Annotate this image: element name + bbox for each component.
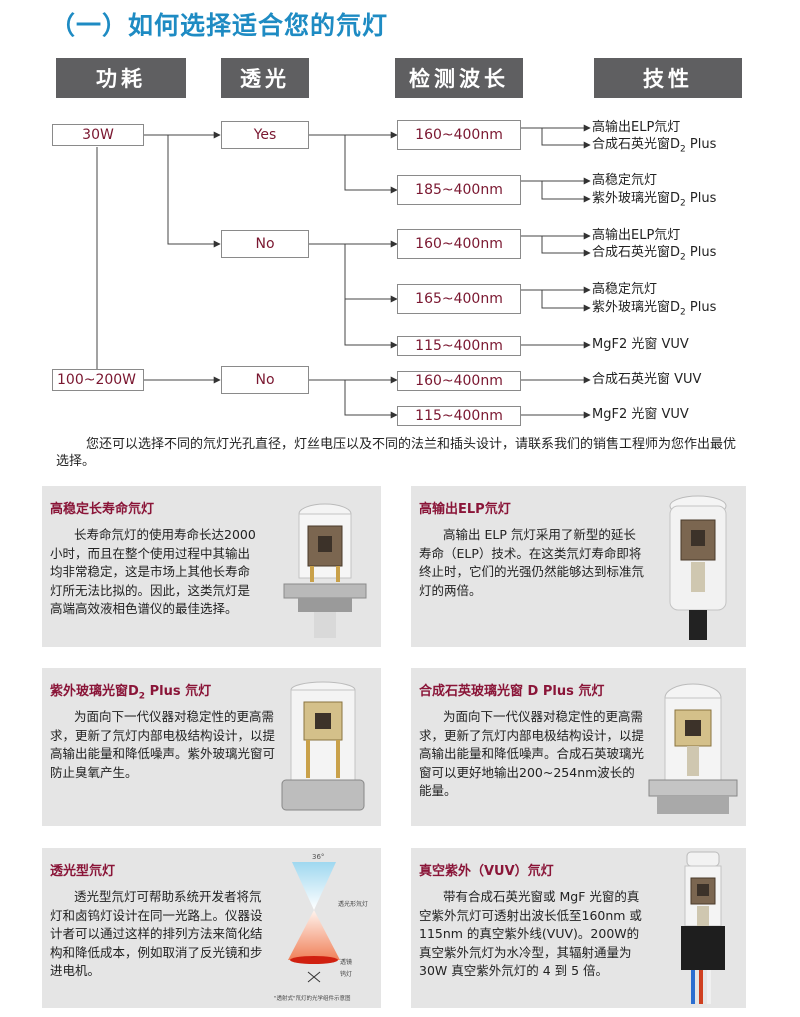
result-item: MgF2 光窗 VUV bbox=[592, 337, 689, 352]
wavelength-box: 165~400nm bbox=[397, 284, 521, 314]
lens-label: 透镜 bbox=[340, 958, 352, 966]
header-wavelength: 检测波长 bbox=[395, 58, 523, 98]
panel-high-output-elp: 高输出ELP氘灯 高输出 ELP 氘灯采用了新型的延长寿命（ELP）技术。在这类… bbox=[411, 486, 746, 647]
wavelength-box: 160~400nm bbox=[397, 371, 521, 391]
deuterium-label: 透光形氘灯 bbox=[338, 900, 368, 908]
panel-body: 长寿命氘灯的使用寿命长达2000小时，而且在整个使用过程中其输出均非常稳定，这是… bbox=[50, 527, 256, 616]
panel-title: 高输出ELP氘灯 bbox=[419, 502, 511, 517]
header-transmission: 透光 bbox=[221, 58, 309, 98]
selection-flow-lines bbox=[96, 124, 591, 419]
lamp-image bbox=[669, 495, 727, 640]
result-item: 合成石英光窗 VUV bbox=[592, 372, 702, 387]
result-item: 合成石英光窗D2 Plus bbox=[592, 137, 717, 155]
result-item: 高输出ELP氘灯 bbox=[592, 228, 681, 243]
panel-body: 为面向下一代仪器对稳定性的更高需求，更新了氘灯内部电极结构设计，以提高输出能量和… bbox=[419, 709, 645, 798]
panel-title: 合成石英玻璃光窗 D Plus 氘灯 bbox=[419, 684, 605, 699]
angle-label: 36° bbox=[312, 853, 324, 861]
wavelength-box: 160~400nm bbox=[397, 120, 521, 150]
wavelength-box: 185~400nm bbox=[397, 175, 521, 205]
panel-quartz-d-plus: 合成石英玻璃光窗 D Plus 氘灯 为面向下一代仪器对稳定性的更高需求，更新了… bbox=[411, 668, 746, 826]
panel-body: 带有合成石英光窗或 MgF 光窗的真空紫外氘灯可透射出波长低至160nm 或 1… bbox=[419, 889, 642, 978]
transmission-box-no: No bbox=[221, 366, 309, 394]
result-item: 紫外玻璃光窗D2 Plus bbox=[592, 191, 717, 209]
diagram-caption: "透射式"氘灯的光学组件示意图 bbox=[274, 994, 351, 1002]
page-title: （一）如何选择适合您的氘灯 bbox=[50, 11, 389, 40]
tungsten-label: 钨灯 bbox=[340, 970, 352, 978]
header-feature: 技性 bbox=[594, 58, 742, 98]
result-item: 合成石英光窗D2 Plus bbox=[592, 245, 717, 263]
transmission-box-no: No bbox=[221, 230, 309, 258]
lamp-image bbox=[283, 503, 367, 638]
optical-diagram: 36° 透光形氘灯 透镜 钨灯 "透射式"氘灯的光学组件示意图 bbox=[274, 853, 368, 1002]
contact-note: 您还可以选择不同的氘灯光孔直径，灯丝电压以及不同的法兰和插头设计，请联系我们的销… bbox=[56, 437, 737, 469]
panel-uv-glass-d2plus: 紫外玻璃光窗D2 Plus 氘灯 为面向下一代仪器对稳定性的更高需求，更新了氘灯… bbox=[42, 668, 381, 826]
result-item: 高稳定氘灯 bbox=[592, 282, 658, 297]
wavelength-box: 160~400nm bbox=[397, 229, 521, 259]
power-box-30w: 30W bbox=[52, 124, 144, 146]
wavelength-box: 115~400nm bbox=[397, 406, 521, 426]
result-item: 高稳定氘灯 bbox=[592, 173, 658, 188]
lamp-image bbox=[681, 851, 725, 1004]
result-item: 紫外玻璃光窗D2 Plus bbox=[592, 300, 717, 318]
panel-body: 高输出 ELP 氘灯采用了新型的延长寿命（ELP）技术。在这类氘灯寿命即将终止时… bbox=[419, 527, 645, 598]
panel-title: 真空紫外（VUV）氘灯 bbox=[419, 864, 554, 879]
panel-high-stability: 高稳定长寿命氘灯 长寿命氘灯的使用寿命长达2000小时，而且在整个使用过程中其输… bbox=[42, 486, 381, 647]
result-item: MgF2 光窗 VUV bbox=[592, 407, 689, 422]
lamp-image bbox=[648, 683, 738, 814]
panel-title: 透光型氘灯 bbox=[50, 864, 116, 879]
header-power: 功耗 bbox=[56, 58, 186, 98]
result-item: 高输出ELP氘灯 bbox=[592, 120, 681, 135]
panel-transmission-lamp: 透光型氘灯 透光型氘灯可帮助系统开发者将氘灯和卤钨灯设计在同一光路上。仪器设计者… bbox=[42, 848, 381, 1008]
panel-body: 为面向下一代仪器对稳定性的更高需求，更新了氘灯内部电极结构设计，以提高输出能量和… bbox=[50, 709, 276, 780]
panel-title: 紫外玻璃光窗D2 Plus 氘灯 bbox=[50, 684, 212, 702]
transmission-box-yes: Yes bbox=[221, 121, 309, 149]
panel-body: 透光型氘灯可帮助系统开发者将氘灯和卤钨灯设计在同一光路上。仪器设计者可以通过这样… bbox=[50, 889, 263, 978]
lamp-image bbox=[281, 681, 365, 811]
power-box-100-200w: 100~200W bbox=[52, 369, 144, 391]
wavelength-box: 115~400nm bbox=[397, 336, 521, 356]
panel-vuv: 真空紫外（VUV）氘灯 带有合成石英光窗或 MgF 光窗的真空紫外氘灯可透射出波… bbox=[411, 848, 746, 1008]
panel-title: 高稳定长寿命氘灯 bbox=[50, 502, 155, 517]
